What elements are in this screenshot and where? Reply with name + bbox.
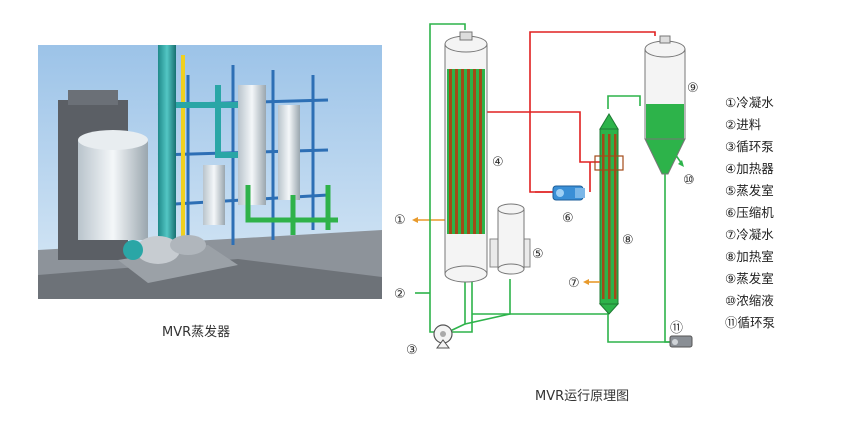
diagram-legend: ①冷凝水 ②进料 ③循环泵 ④加热器 ⑤蒸发室 ⑥压缩机 ⑦冷凝水 ⑧加热室 ⑨… (725, 92, 775, 334)
legend-item: ⑪循环泵 (725, 315, 776, 330)
legend-item: ⑥压缩机 (725, 205, 774, 220)
heater-4 (444, 31, 488, 283)
marker-4: ④ (492, 155, 504, 170)
circulation-pump-3 (433, 324, 453, 349)
legend-item: ②进料 (725, 117, 762, 132)
concentrate-outlet-10 (674, 153, 684, 167)
legend-item: ⑦冷凝水 (725, 227, 774, 242)
legend-item: ④加热器 (725, 161, 774, 176)
legend-item: ⑤蒸发室 (725, 183, 774, 198)
separator-9 (644, 35, 686, 175)
diagram-caption: MVR运行原理图 (535, 389, 630, 404)
legend-item: ⑩浓缩液 (725, 293, 774, 308)
condensate-outlet-1 (412, 217, 445, 223)
marker-7: ⑦ (568, 276, 580, 291)
legend-item: ⑧加热室 (725, 249, 774, 264)
compressor-6 (552, 185, 585, 201)
marker-8: ⑧ (622, 233, 634, 248)
marker-3: ③ (406, 343, 418, 358)
marker-1: ① (394, 213, 406, 228)
render-caption: MVR蒸发器 (162, 325, 231, 340)
evaporation-chamber-5 (489, 203, 531, 275)
circulation-pump-11 (669, 335, 693, 348)
marker-9: ⑨ (687, 81, 699, 96)
condensate-outlet-7 (583, 279, 600, 285)
mvr-evaporator-render (38, 45, 382, 299)
legend-item: ①冷凝水 (725, 95, 774, 110)
marker-10: ⑩ (683, 173, 695, 188)
steam-lines (482, 31, 656, 193)
marker-6: ⑥ (562, 211, 574, 226)
legend-item: ⑨蒸发室 (725, 271, 774, 286)
heating-chamber-8 (594, 113, 624, 315)
marker-2: ② (394, 287, 406, 302)
mvr-principle-diagram: ① ② ③ ④ ⑤ ⑥ ⑦ ⑧ ⑨ ⑩ ⑪ (394, 23, 699, 358)
marker-11: ⑪ (670, 321, 683, 336)
marker-5: ⑤ (532, 247, 544, 262)
legend-item: ③循环泵 (725, 139, 774, 154)
